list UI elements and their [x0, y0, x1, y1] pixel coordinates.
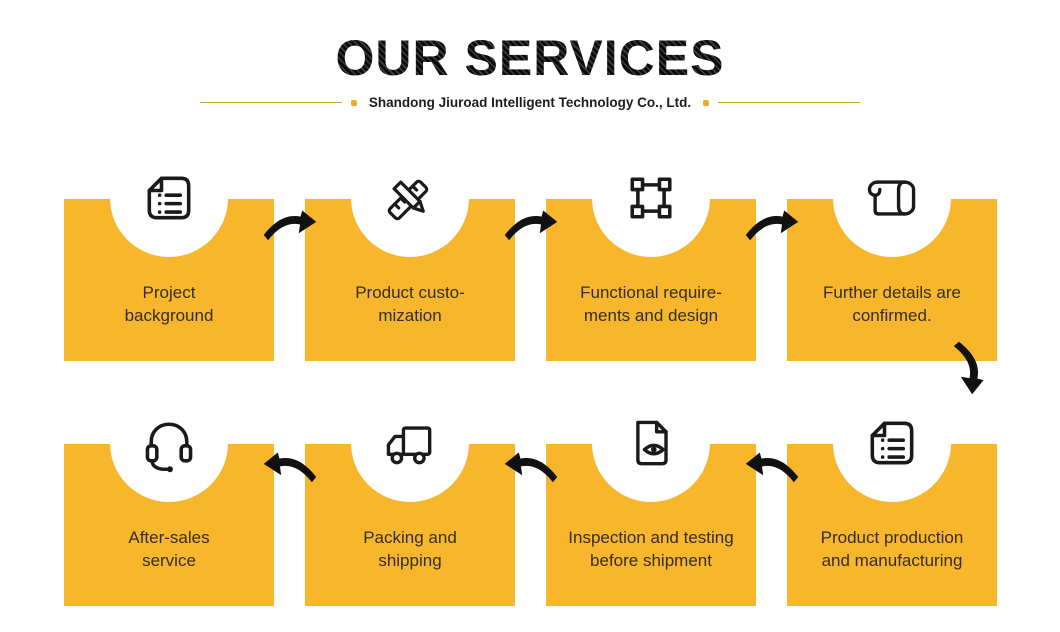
- step-card-after-sales: After-sales service: [64, 384, 274, 606]
- flow-arrow-left-icon: [744, 450, 800, 490]
- page-title: OUR SERVICES: [0, 32, 1060, 84]
- document-eye-icon: [636, 420, 668, 466]
- step-card-functional-requirements: Functional require- ments and design: [546, 139, 756, 361]
- step-label-line1: Inspection and testing: [568, 528, 734, 547]
- step-label-line1: Project: [142, 283, 196, 302]
- subtitle-right-line: [718, 102, 860, 103]
- step-card-project-background: Project background: [64, 139, 274, 361]
- step-label-line2: shipping: [378, 551, 442, 570]
- truck-icon: [386, 426, 432, 465]
- flow-arrow-right-icon: [503, 208, 559, 248]
- step-label: Project background: [64, 281, 274, 327]
- production-list-icon: [870, 421, 914, 465]
- step-label-line2: background: [124, 306, 214, 325]
- flow-arrow-down-icon: [946, 340, 986, 396]
- page-title-text: OUR SERVICES: [335, 30, 725, 86]
- step-icon-circle: [351, 139, 469, 257]
- headset-icon: [145, 422, 193, 473]
- step-label: Packing and shipping: [305, 526, 515, 572]
- step-label-line1: Product custo-: [355, 283, 465, 302]
- step-label: Product production and manufacturing: [787, 526, 997, 572]
- flow-arrow-left-icon: [503, 450, 559, 490]
- step-card-production-manufacturing: Product production and manufacturing: [787, 384, 997, 606]
- step-label: Product custo- mization: [305, 281, 515, 327]
- step-label-line1: After-sales: [128, 528, 210, 547]
- step-icon-circle: [351, 384, 469, 502]
- step-label-line1: Further details are: [823, 283, 961, 302]
- subtitle-right-dot-icon: [703, 99, 710, 106]
- step-icon-circle: [110, 139, 228, 257]
- subtitle-left-dot-icon: [350, 99, 357, 106]
- step-label-line2: before shipment: [590, 551, 712, 570]
- step-card-packing-shipping: Packing and shipping: [305, 384, 515, 606]
- flow-arrow-right-icon: [262, 208, 318, 248]
- step-label-line1: Product production: [820, 528, 964, 547]
- step-label: Further details are confirmed.: [787, 281, 997, 327]
- step-label-line2: mization: [378, 306, 442, 325]
- step-card-details-confirmed: Further details are confirmed.: [787, 139, 997, 361]
- step-label: Inspection and testing before shipment: [546, 526, 756, 572]
- step-label-line1: Functional require-: [580, 283, 722, 302]
- step-label: After-sales service: [64, 526, 274, 572]
- step-icon-circle: [833, 384, 951, 502]
- step-icon-circle: [592, 139, 710, 257]
- step-label-line2: confirmed.: [852, 306, 932, 325]
- step-label-line2: ments and design: [583, 306, 719, 325]
- step-label: Functional require- ments and design: [546, 281, 756, 327]
- subtitle-bar: Shandong Jiuroad Intelligent Technology …: [200, 95, 860, 110]
- step-card-product-customization: Product custo- mization: [305, 139, 515, 361]
- project-folder-icon: [147, 176, 191, 220]
- company-name: Shandong Jiuroad Intelligent Technology …: [368, 95, 692, 110]
- step-icon-circle: [833, 139, 951, 257]
- vector-frame-icon: [630, 177, 672, 219]
- subtitle-left-line: [200, 102, 342, 103]
- flow-arrow-left-icon: [262, 450, 318, 490]
- step-icon-circle: [110, 384, 228, 502]
- step-label-line1: Packing and: [363, 528, 457, 547]
- ruler-pencil-icon: [387, 179, 429, 221]
- step-label-line2: service: [142, 551, 196, 570]
- blueprint-scroll-icon: [867, 180, 916, 216]
- step-icon-circle: [592, 384, 710, 502]
- step-card-inspection-testing: Inspection and testing before shipment: [546, 384, 756, 606]
- step-label-line2: and manufacturing: [821, 551, 963, 570]
- flow-arrow-right-icon: [744, 208, 800, 248]
